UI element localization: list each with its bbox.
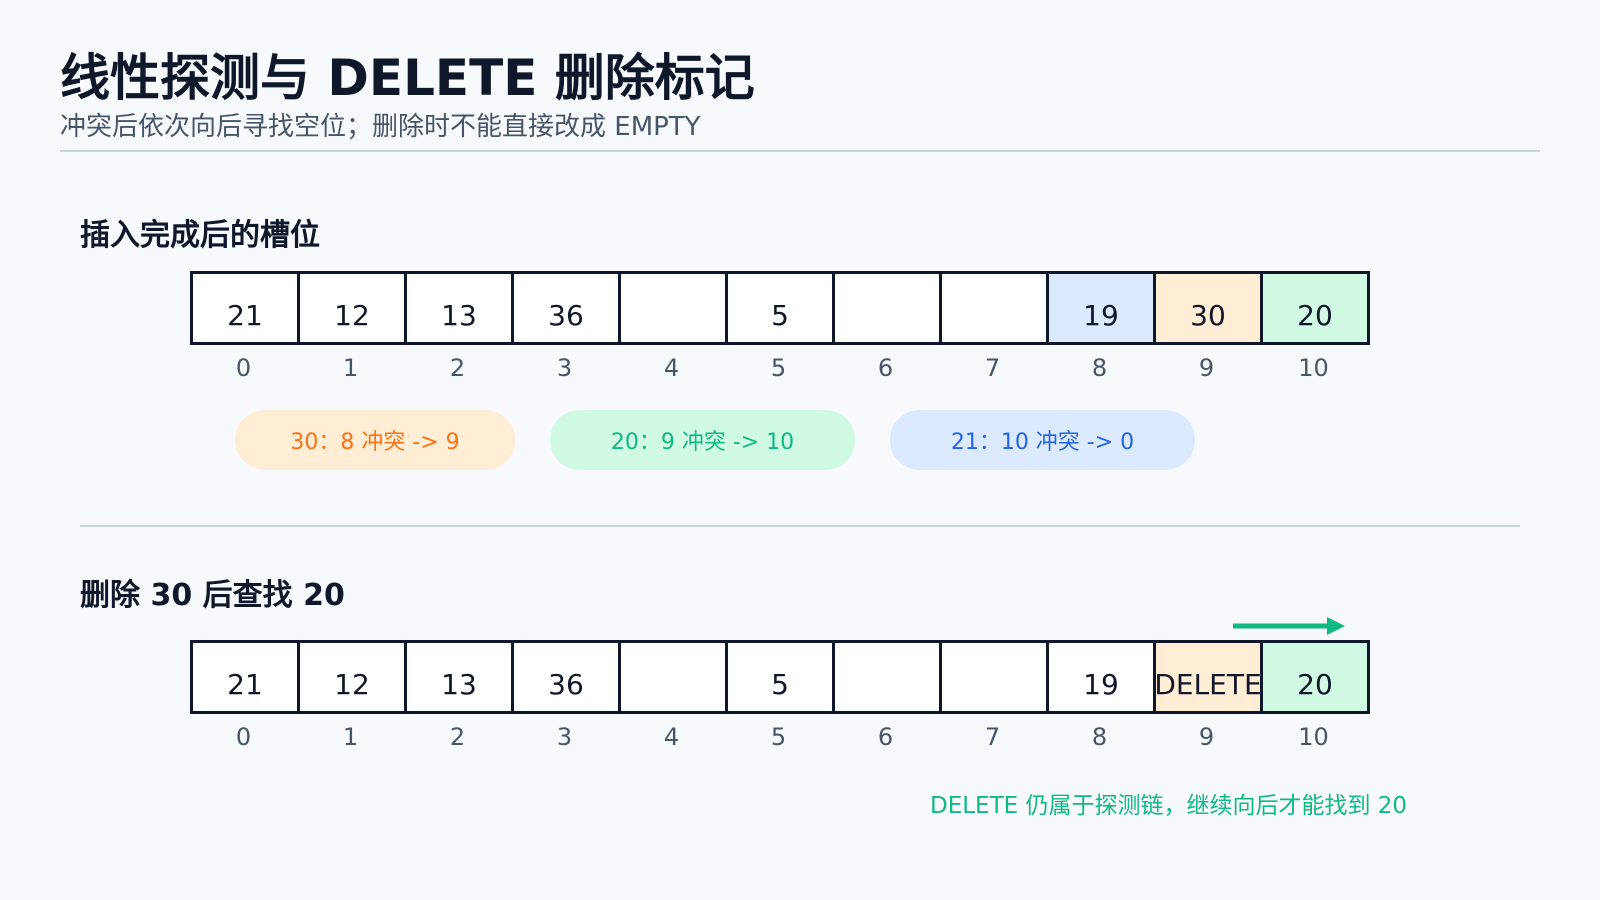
slot-7: [939, 271, 1049, 345]
slot-1: 12: [297, 640, 407, 714]
slot-index: 3: [556, 354, 573, 382]
section-title-deleted: 删除 30 后查找 20: [80, 578, 345, 613]
slot-7: [939, 640, 1049, 714]
slot-index: 0: [235, 354, 252, 382]
page-subtitle: 冲突后依次向后寻找空位；删除时不能直接改成 EMPTY: [60, 112, 701, 142]
slot-5: 5: [725, 271, 835, 345]
slot-1: 12: [297, 271, 407, 345]
slot-index: 1: [342, 723, 359, 751]
slot-index: 9: [1198, 723, 1215, 751]
slot-index: 7: [984, 354, 1001, 382]
slot-index: 2: [449, 723, 466, 751]
slot-10: 20: [1260, 271, 1370, 345]
index-row-inserted: 0 1 2 3 4 5 6 7 8 9 10: [190, 354, 1367, 382]
slot-2: 13: [404, 271, 514, 345]
slot-index: 10: [1298, 354, 1329, 382]
index-row-deleted: 0 1 2 3 4 5 6 7 8 9 10: [190, 723, 1367, 751]
slot-3: 36: [511, 271, 621, 345]
collision-pill-20: 20：9 冲突 -> 10: [550, 410, 855, 470]
slot-9-delete-marker: DELETE: [1153, 640, 1263, 714]
slot-index: 6: [877, 354, 894, 382]
slot-index: 8: [1091, 723, 1108, 751]
slot-index: 4: [663, 723, 680, 751]
slot-index: 4: [663, 354, 680, 382]
slot-index: 7: [984, 723, 1001, 751]
section-title-inserted: 插入完成后的槽位: [80, 218, 320, 253]
slot-8: 19: [1046, 640, 1156, 714]
slot-index: 5: [770, 354, 787, 382]
probe-arrow-icon: [1233, 617, 1345, 635]
slot-index: 1: [342, 354, 359, 382]
slot-row-inserted: 21 12 13 36 5 19 30 20: [190, 271, 1370, 345]
page-title: 线性探测与 DELETE 删除标记: [60, 49, 755, 107]
delete-note: DELETE 仍属于探测链，继续向后才能找到 20: [930, 793, 1408, 819]
section-divider: [80, 525, 1520, 527]
slot-2: 13: [404, 640, 514, 714]
slot-0: 21: [190, 271, 300, 345]
slot-index: 8: [1091, 354, 1108, 382]
slot-6: [832, 271, 942, 345]
header-divider: [60, 150, 1540, 152]
slot-9: 30: [1153, 271, 1263, 345]
slot-5: 5: [725, 640, 835, 714]
slot-index: 9: [1198, 354, 1215, 382]
slot-6: [832, 640, 942, 714]
slot-index: 0: [235, 723, 252, 751]
collision-pill-21: 21：10 冲突 -> 0: [890, 410, 1195, 470]
slot-index: 3: [556, 723, 573, 751]
slot-index: 6: [877, 723, 894, 751]
slot-4: [618, 271, 728, 345]
slot-3: 36: [511, 640, 621, 714]
slot-8: 19: [1046, 271, 1156, 345]
slot-10: 20: [1260, 640, 1370, 714]
slot-index: 2: [449, 354, 466, 382]
slot-row-deleted: 21 12 13 36 5 19 DELETE 20: [190, 640, 1370, 714]
collision-pill-30: 30：8 冲突 -> 9: [235, 410, 515, 470]
slot-0: 21: [190, 640, 300, 714]
slot-4: [618, 640, 728, 714]
slot-index: 10: [1298, 723, 1329, 751]
slot-index: 5: [770, 723, 787, 751]
